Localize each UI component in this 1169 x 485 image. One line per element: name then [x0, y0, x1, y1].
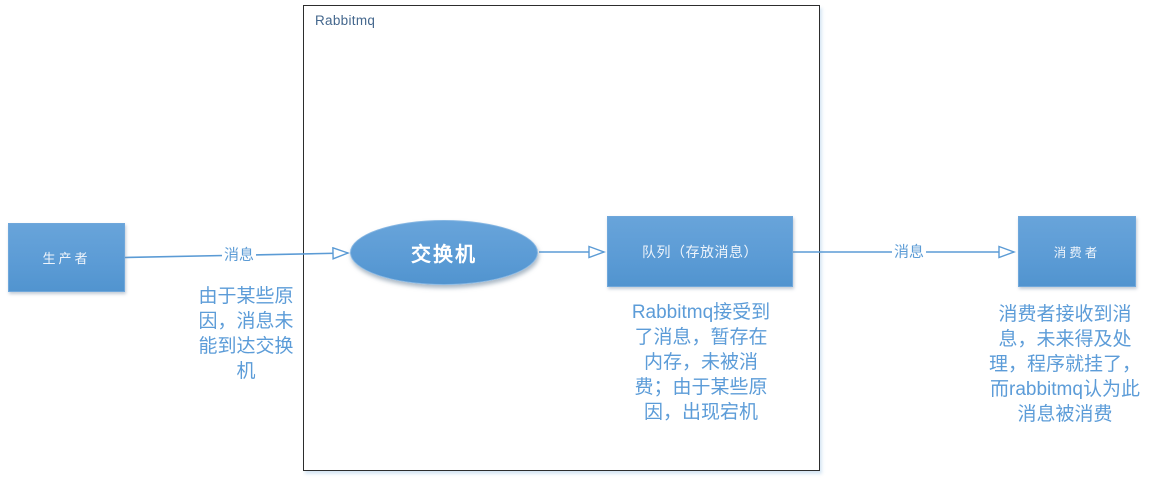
queue-node: 队列（存放消息） [607, 216, 793, 287]
rabbitmq-container-title: Rabbitmq [315, 13, 376, 28]
producer-node-label: 生产者 [42, 251, 91, 266]
annotation-consumer-crash: 消费者接收到消 息，未来得及处 理，程序就挂了， 而rabbitmq认为此 消息… [988, 304, 1141, 425]
consumer-node: 消费者 [1018, 216, 1136, 287]
producer-node: 生产者 [8, 223, 125, 292]
exchange-node: 交换机 [350, 220, 538, 285]
exchange-node-label: 交换机 [411, 244, 477, 266]
annotation-queue-crash: Rabbitmq接受到 了消息，暂存在 内存，未被消 费；由于某些原 因，出现宕… [631, 302, 771, 423]
message-edge-label-consumer: 消息 [891, 243, 927, 261]
consumer-node-label: 消费者 [1053, 246, 1101, 260]
message-edge-label-producer: 消息 [221, 246, 257, 264]
annotation-message-lost-before-exchange: 由于某些原 因，消息未 能到达交换 机 [198, 286, 294, 382]
queue-node-label: 队列（存放消息） [642, 243, 758, 260]
